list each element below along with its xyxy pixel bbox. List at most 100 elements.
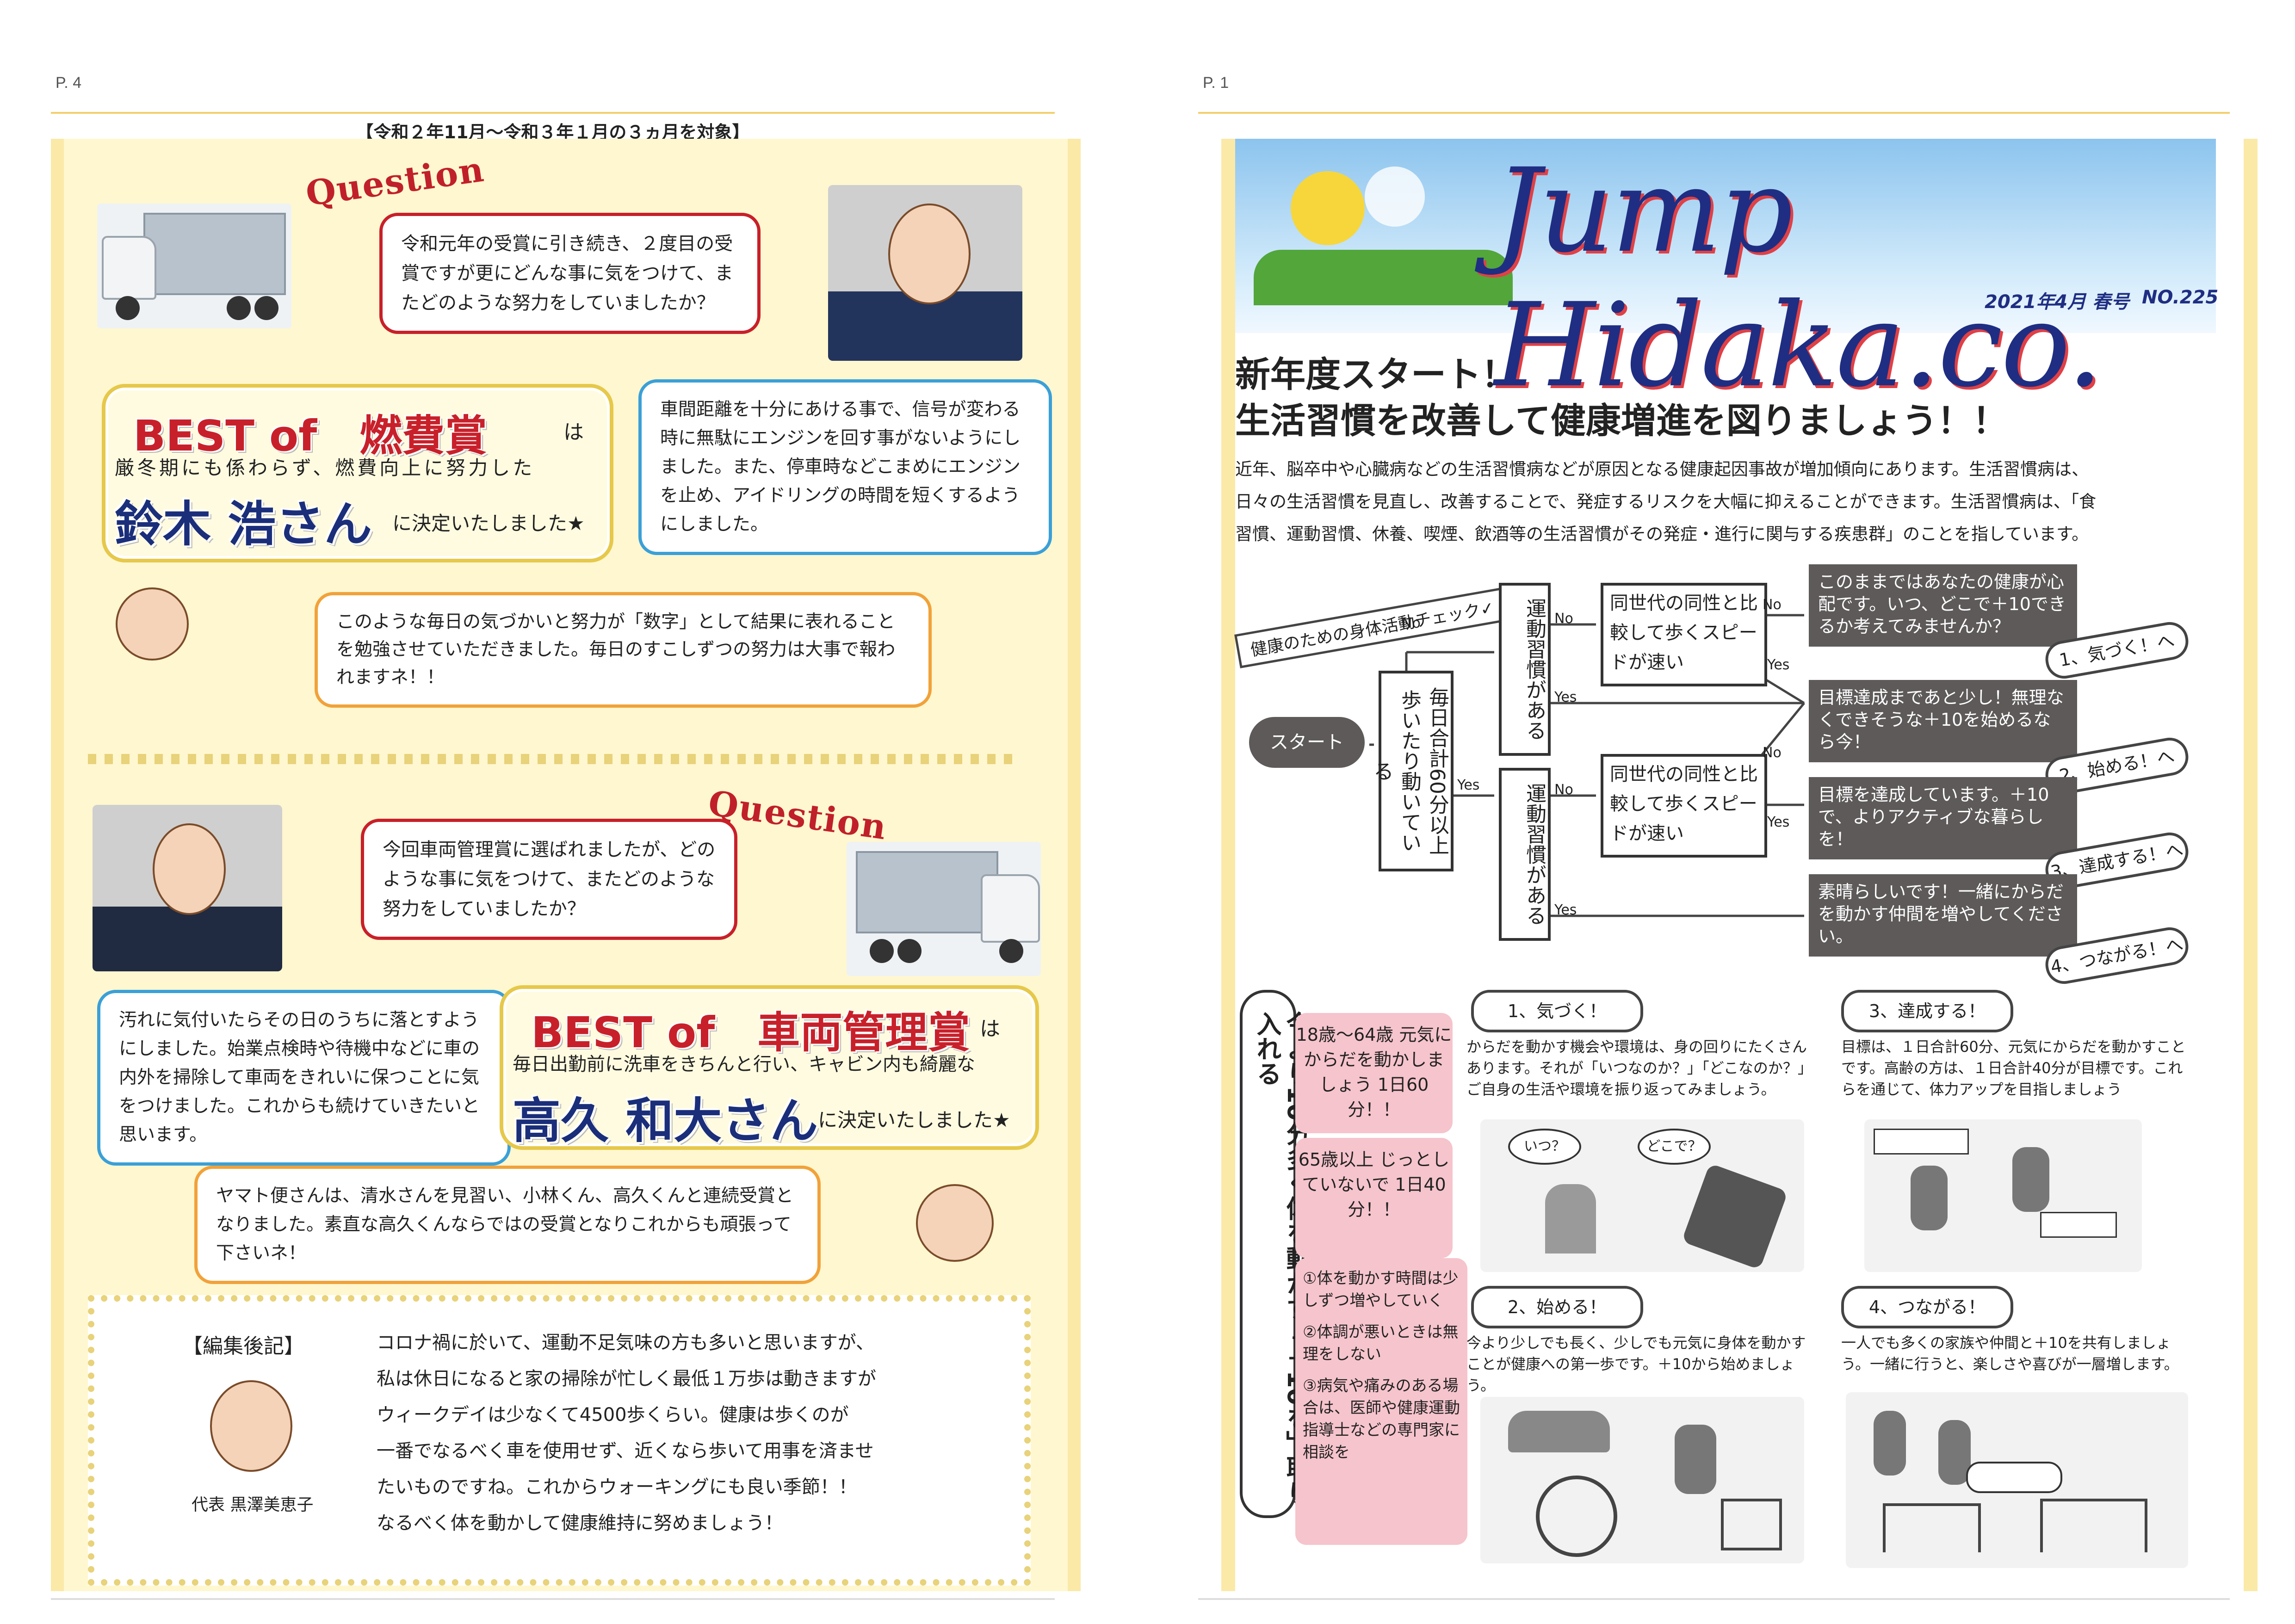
question-text-2: 今回車両管理賞に選ばれましたが、どのような事に気をつけて、またどのような努力をし…	[383, 839, 716, 920]
answer-text-2: 汚れに気付いたらその日のうちに落とすようにしました。始業点検時や待機中などに車の…	[119, 1010, 480, 1145]
award-box-fuel: BEST of 燃費賞 は 厳冬期にも係わらず、燃費向上に努力した 鈴木 浩さん…	[102, 384, 613, 562]
plus10-banner: 今より10分多く体を動かす「＋10を」取り入れる	[1240, 990, 1311, 1518]
answer-bubble-1: 車間距離を十分にあける事で、信号が変わる時に無駄にエンジンを回す事がないようにし…	[638, 379, 1052, 555]
issue-date: 2021年4月 春号	[1985, 291, 2130, 313]
editor-note-text: コロナ禍に於いて、運動不足気味の方も多いと思いますが、 私は休日になると家の掃除…	[377, 1325, 876, 1541]
flow-result-1: このままではあなたの健康が心配です。いつ、どこで＋10できるか考えてみませんか？	[1809, 564, 2077, 647]
editor-signature: 代表 黒澤美恵子	[192, 1495, 314, 1514]
decided-text-2: に決定いたしました★	[818, 1109, 1010, 1131]
flow-yes-4: Yes	[1767, 657, 1790, 673]
photo-suzuki	[828, 185, 1022, 361]
speech-bubble-together	[1966, 1462, 2062, 1493]
comment-text-2: ヤマト便さんは、清水さんを見習い、小林くん、高久くんと連続受賞となりました。素直…	[216, 1186, 794, 1264]
step-1-label: 1、気づく！	[1471, 990, 1643, 1032]
editor-note-heading: 【編集後記】	[182, 1334, 304, 1358]
bottom-rule-right	[1198, 1598, 2230, 1600]
flow-no-4: No	[1763, 597, 1782, 613]
flow-yes-1: Yes	[1457, 777, 1480, 793]
step-2-text: 今より少しでも長く、少しでも元気に身体を動かすことが健康への第一歩です。＋10か…	[1466, 1334, 1806, 1394]
flow-no-1: No	[1402, 615, 1421, 631]
table-icon	[1883, 1503, 1981, 1552]
headline-line-2: 生活習慣を改善して健康増進を図りましょう！！	[1235, 400, 2008, 441]
headline: 新年度スタート！ 生活習慣を改善して健康増進を図りましょう！！	[1235, 352, 2008, 444]
flow-no-5: No	[1763, 745, 1782, 761]
question-text-1: 令和元年の受賞に引き続き、２度目の受賞ですが更にどんな事に気をつけて、またどのよ…	[401, 233, 733, 314]
flow-q2a: 運動習慣がある	[1499, 583, 1551, 756]
target-adults: 18歳～64歳 元気にからだを動かしましょう 1日60分！！	[1295, 1013, 1453, 1133]
top-rule-left	[51, 112, 1055, 114]
flow-no-3: No	[1554, 782, 1573, 798]
editor-line: コロナ禍に於いて、運動不足気味の方も多いと思いますが、	[377, 1332, 874, 1353]
flow-yes-3: Yes	[1554, 902, 1577, 918]
section-divider	[88, 754, 1018, 764]
step-3-text: 目標は、１日合計60分、元気にからだを動かすことです。高齢の方は、１日合計40分…	[1841, 1038, 2186, 1098]
car-icon	[1508, 1411, 1610, 1452]
flow-q3b: 同世代の同性と比較して歩くスピードが速い	[1601, 754, 1767, 858]
step-3-illustration	[1864, 1119, 2142, 1272]
headline-line-1: 新年度スタート！	[1235, 354, 1516, 395]
step-4-text: 一人でも多くの家族や仲間と＋10を共有しましょう。一緒に行うと、楽しさや喜びが一…	[1841, 1334, 2179, 1373]
award-title-fuel: BEST of 燃費賞	[133, 411, 488, 461]
age-tag-seniors	[2040, 1212, 2117, 1238]
question-bubble-2: 今回車両管理賞に選ばれましたが、どのような事に気をつけて、またどのような努力をし…	[361, 819, 737, 940]
intro-line: 近年、脳卒中や心臓病などの生活習慣病などが原因となる健康起因事故が増加傾向にあり…	[1235, 459, 2089, 479]
intro-line: 日々の生活習慣を見直し、改善することで、発症するリスクを大幅に抑えることができま…	[1235, 492, 2097, 512]
flow-start: スタート	[1249, 717, 1365, 768]
award-box-vehicle: BEST of 車両管理賞 は 毎日出勤前に洗車をきちんと行い、キャビン内も綺麗…	[500, 985, 1039, 1150]
editor-avatar-2	[916, 1184, 994, 1262]
step-2-label: 2、始める！	[1471, 1286, 1643, 1328]
editor-line: たいものですね。これからウォーキングにも良い季節！！	[377, 1476, 857, 1498]
flow-result-3: 目標を達成しています。＋10で、よりアクティブな暮らしを！	[1809, 777, 2077, 859]
winner-name-takahisa: 高久 和大さん	[513, 1093, 818, 1149]
step-1-illustration: いつ？ どこで？	[1480, 1119, 1804, 1272]
editor-line: 私は休日になると家の掃除が忙しく最低１万歩は動きますが	[377, 1368, 876, 1389]
step-3-label: 3、達成する！	[1841, 990, 2013, 1032]
award-desc-fuel: 厳冬期にも係わらず、燃費向上に努力した	[115, 457, 535, 479]
intro-line: 習慣、運動習慣、休養、喫煙、飲酒等の生活習慣がその発症・進行に関与する疾患群」の…	[1235, 524, 2089, 544]
comment-bubble-2: ヤマト便さんは、清水さんを見習い、小林くん、高久くんと連続受賞となりました。素直…	[194, 1166, 821, 1284]
flow-yes-2: Yes	[1554, 689, 1577, 705]
target-seniors: 65歳以上 じっとしていないで 1日40分！！	[1295, 1138, 1453, 1258]
masthead: Jump Hidaka.co. 2021年4月 春号 NO.225	[1235, 139, 2219, 413]
comment-text-1: このような毎日の気づかいと努力が「数字」として結果に表れることを勉強させていただ…	[336, 611, 896, 688]
step-1-text: からだを動かす機会や環境は、身の回りにたくさんあります。それが「いつなのか？」「…	[1466, 1038, 1812, 1098]
flow-result-2: 目標達成まであと少し！無理なくできそうな＋10を始めるなら今！	[1809, 680, 2077, 762]
swing-icon	[2040, 1499, 2147, 1552]
issue-number: NO.225	[2142, 287, 2219, 308]
editor-note-box: 【編集後記】 代表 黒澤美恵子 コロナ禍に於いて、運動不足気味の方も多いと思いま…	[88, 1295, 1031, 1586]
person-icon	[1545, 1184, 1596, 1254]
editor-line: 一番でなるべく車を使用せず、近くなら歩いて用事を済ませ	[377, 1440, 874, 1462]
walker-icon	[1911, 1166, 1948, 1230]
award-title-vehicle: BEST of 車両管理賞	[531, 1008, 971, 1057]
truck-photo-1	[97, 204, 291, 328]
award-suffix-vehicle: は	[980, 1017, 1000, 1041]
newsletter-logo: Jump Hidaka.co.	[1494, 143, 2103, 413]
step-4-label: 4、つながる！	[1841, 1286, 2013, 1328]
flow-result-4: 素晴らしいです！一緒にからだを動かす仲間を増やしてください。	[1809, 874, 2077, 957]
question-bubble-1: 令和元年の受賞に引き続き、２度目の受賞ですが更にどんな事に気をつけて、またどのよ…	[379, 213, 761, 334]
leaves-icon	[1254, 250, 1513, 305]
editor-avatar-3	[210, 1380, 292, 1472]
dandelion-puff-icon	[1365, 167, 1425, 227]
family-person-icon	[1938, 1420, 1971, 1485]
editor-avatar-1	[116, 587, 189, 661]
runner-icon	[2012, 1147, 2049, 1212]
editor-line: なるべく体を動かして健康維持に努めましょう！	[377, 1513, 783, 1534]
intro-text: 近年、脳卒中や心臓病などの生活習慣病などが原因となる健康起因事故が増加傾向にあり…	[1235, 453, 2211, 550]
flow-q1: 毎日合計60分以上歩いたり動いている	[1370, 671, 1454, 871]
photo-takahisa	[93, 805, 282, 971]
page-number-left: P. 4	[56, 74, 82, 92]
award-desc-vehicle: 毎日出勤前に洗車をきちんと行い、キャビン内も綺麗な	[513, 1054, 975, 1075]
bottom-rule-left	[51, 1598, 1055, 1600]
flow-no-2: No	[1554, 611, 1573, 627]
answer-text-1: 車間距離を十分にあける事で、信号が変わる時に無駄にエンジンを回す事がないようにし…	[660, 399, 1021, 535]
family-person-icon	[1874, 1411, 1906, 1476]
speech-bubble-where: どこで？	[1638, 1129, 1711, 1165]
page-number-right: P. 1	[1203, 74, 1229, 92]
desk-icon	[1721, 1499, 1782, 1550]
flow-yes-5: Yes	[1767, 814, 1790, 830]
flow-q2b: 運動習慣がある	[1499, 768, 1551, 941]
truck-photo-2	[847, 842, 1041, 976]
step-4-illustration	[1846, 1392, 2188, 1568]
answer-bubble-2: 汚れに気付いたらその日のうちに落とすようにしました。始業点検時や待機中などに車の…	[97, 990, 511, 1166]
